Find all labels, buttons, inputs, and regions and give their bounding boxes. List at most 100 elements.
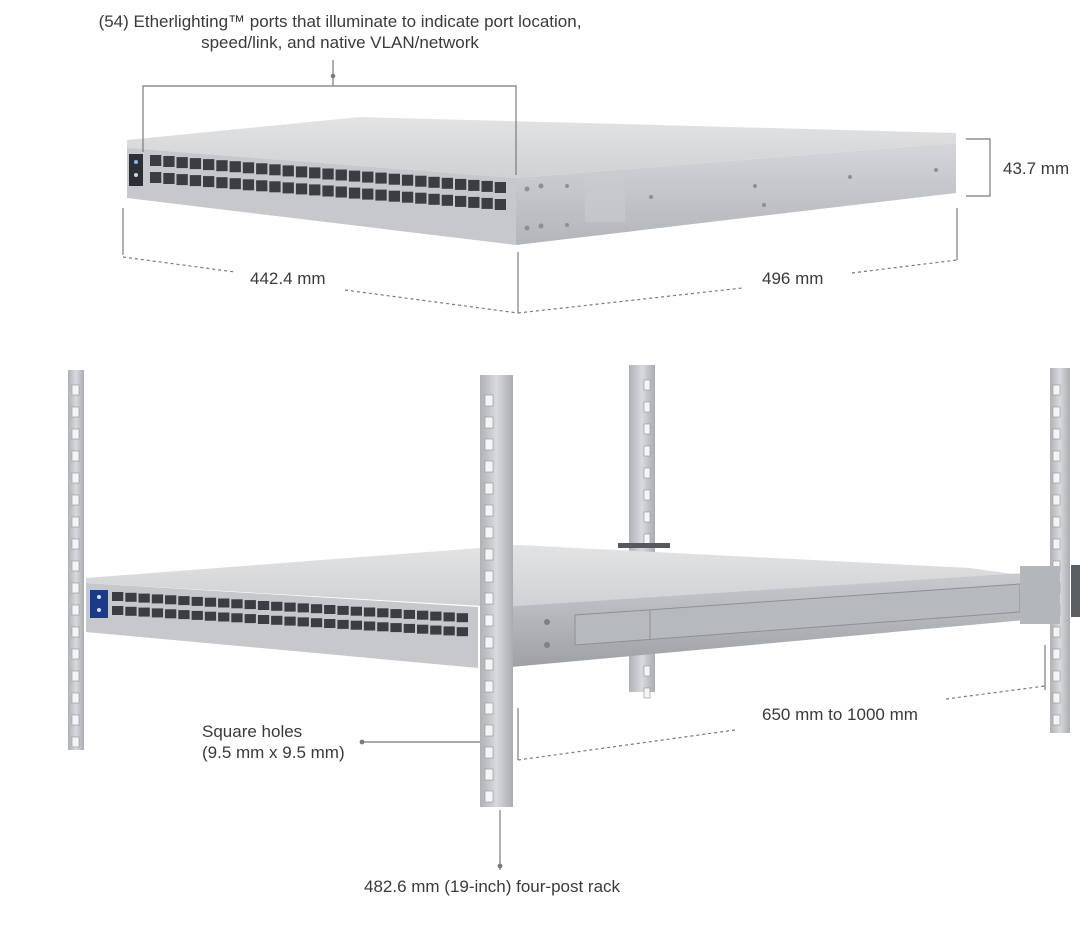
rack-shelf-bracket [618, 543, 670, 548]
rack-status-panel-icon [90, 590, 108, 618]
square-hole [1052, 670, 1061, 682]
square-hole [71, 428, 80, 440]
port [441, 177, 453, 189]
port [363, 621, 376, 631]
port [176, 174, 188, 186]
switch-top-surface [127, 117, 956, 178]
port [430, 611, 442, 621]
port [348, 170, 361, 182]
port [415, 175, 427, 187]
square-hole [1052, 626, 1061, 638]
port [256, 163, 268, 175]
port [295, 166, 308, 178]
square-hole [1052, 494, 1061, 506]
port [203, 176, 215, 188]
port [403, 609, 415, 619]
square-hole [484, 658, 494, 671]
port [390, 623, 402, 633]
square-hole [643, 379, 651, 391]
port [269, 164, 281, 176]
square-hole [643, 401, 651, 413]
port [468, 196, 480, 208]
square-hole [643, 665, 651, 677]
port [494, 199, 506, 210]
port [257, 615, 270, 624]
square-hole [1052, 406, 1061, 418]
rack-front-post-center [480, 375, 513, 807]
port [350, 620, 362, 630]
side-screws [524, 168, 938, 231]
port [271, 601, 283, 611]
port [417, 610, 429, 620]
port [337, 619, 349, 629]
port [388, 173, 400, 185]
ports-annotation-line1: (54) Etherlighting™ ports that illuminat… [98, 12, 582, 31]
square-hole [484, 724, 494, 737]
port [456, 627, 468, 637]
port [388, 190, 400, 202]
port [163, 173, 175, 184]
port [282, 182, 294, 194]
port [229, 161, 241, 173]
square-hole [71, 582, 80, 594]
square-hole [643, 687, 651, 699]
square-hole [71, 560, 80, 572]
port [324, 619, 336, 628]
port [125, 592, 137, 602]
port [282, 165, 294, 177]
port [377, 622, 389, 632]
port [430, 625, 442, 635]
square-hole [643, 423, 651, 435]
rack-handle [1071, 565, 1080, 617]
square-hole [484, 394, 494, 407]
port [138, 593, 150, 603]
square-hole [71, 494, 80, 506]
port [256, 180, 268, 192]
port [231, 599, 243, 609]
square-hole [484, 592, 494, 605]
port [244, 600, 256, 610]
square-hole [71, 406, 80, 418]
port [337, 605, 349, 615]
port [403, 623, 415, 633]
port [310, 618, 323, 628]
square-hole [484, 438, 494, 451]
port [218, 612, 230, 622]
dimension-lines-rack [359, 645, 1046, 870]
square-hole [71, 450, 80, 462]
port [375, 189, 387, 201]
port [284, 602, 296, 612]
switch-front-panel [127, 148, 516, 245]
square-hole [643, 511, 651, 523]
port [324, 605, 336, 614]
status-panel-icon [129, 154, 143, 186]
square-hole [643, 533, 651, 545]
port-array-rack [112, 592, 468, 637]
switch-side-panel [516, 143, 956, 245]
square-hole [71, 670, 80, 682]
port [242, 179, 255, 191]
port [322, 185, 334, 197]
port [244, 614, 256, 624]
square-hole [71, 384, 80, 396]
port [271, 615, 283, 625]
port [216, 160, 228, 172]
square-hole [71, 714, 80, 726]
port [150, 155, 162, 166]
rack-front-post-far-right [1050, 368, 1070, 733]
port [178, 596, 190, 606]
port-array-top [150, 155, 506, 210]
port [191, 596, 203, 606]
port [204, 611, 217, 621]
port [163, 156, 175, 167]
rack-size-label: 482.6 mm (19-inch) four-post rack [364, 877, 621, 896]
square-hole [71, 604, 80, 616]
product-label-icon [585, 182, 625, 222]
rack-switch-top-surface [86, 545, 1020, 607]
port [189, 158, 202, 170]
square-hole [643, 445, 651, 457]
port [229, 178, 241, 190]
port [401, 174, 414, 186]
square-hole [484, 526, 494, 539]
